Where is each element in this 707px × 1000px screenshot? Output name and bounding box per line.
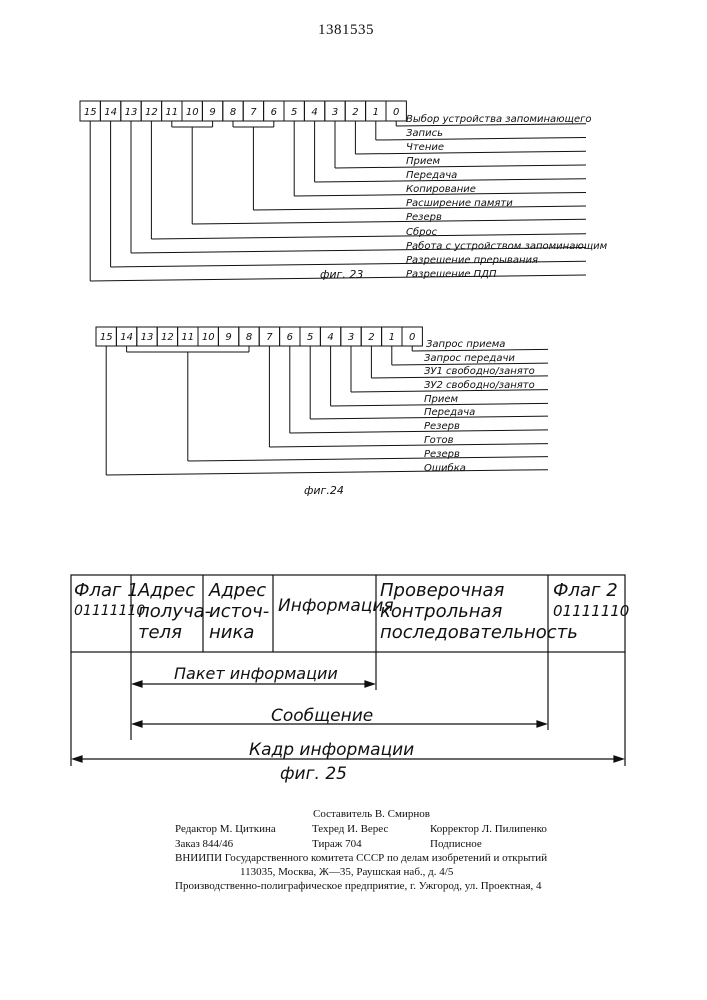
arrow-message-right-head (537, 721, 546, 727)
fig25-cell-flag2: Флаг 201111110 (553, 580, 629, 622)
footer-circulation: Тираж 704 (312, 838, 362, 850)
footer-compiler: Составитель В. Смирнов (313, 808, 430, 820)
arrow-message-left-head (133, 721, 142, 727)
footer-address: 113035, Москва, Ж—35, Раушская наб., д. … (240, 866, 453, 878)
fig25-cell-checksum: Проверочнаяконтрольнаяпоследовательность (380, 580, 578, 643)
arrow-frame-right-head (614, 756, 623, 762)
footer-techred: Техред И. Верес (312, 823, 388, 835)
fig25-frame-label: Кадр информации (249, 740, 414, 760)
fig25-packet-label: Пакет информации (174, 664, 338, 683)
footer-editor: Редактор М. Циткина (175, 823, 276, 835)
fig25-caption: фиг. 25 (280, 764, 347, 784)
fig25-message-label: Сообщение (271, 706, 373, 726)
footer-vniipi: ВНИИПИ Государственного комитета СССР по… (175, 852, 547, 864)
footer-corrector: Корректор Л. Пилипенко (430, 823, 547, 835)
footer-order: Заказ 844/46 (175, 838, 233, 850)
footer-printing: Производственно-полиграфическое предприя… (175, 880, 542, 892)
arrow-frame-left-head (73, 756, 82, 762)
arrow-packet-right-head (365, 681, 374, 687)
fig25-cell-flag1: Флаг 101111110 (74, 580, 145, 622)
fig25-cell-information: Информация (278, 596, 394, 617)
arrow-packet-left-head (133, 681, 142, 687)
fig25-cell-src-address: Адресисточ-ника (209, 580, 269, 643)
fig25-diagram (0, 0, 707, 800)
footer-subscription: Подписное (430, 838, 482, 850)
fig25-cell-dest-address: Адресполуча-теля (138, 580, 211, 643)
